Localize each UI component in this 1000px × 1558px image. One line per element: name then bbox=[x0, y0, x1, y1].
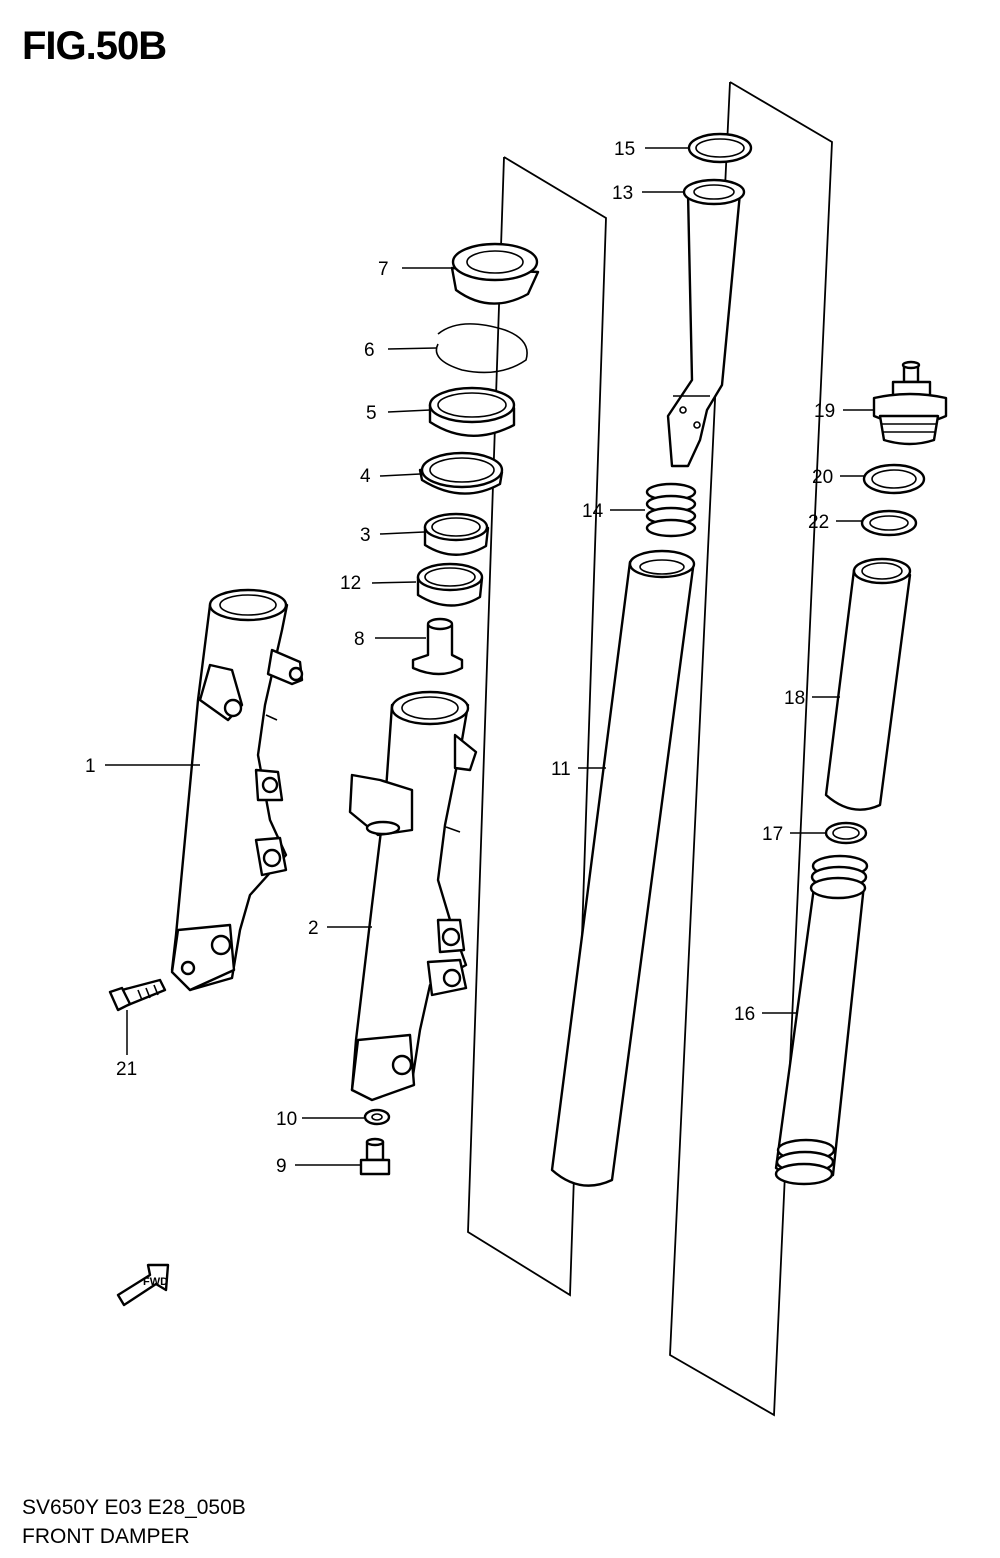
callout-3: 3 bbox=[360, 525, 371, 546]
callout-labels: 15 13 7 6 5 4 3 12 8 1 2 21 10 9 14 11 1… bbox=[85, 139, 835, 1177]
part-12-slide-bush[interactable] bbox=[416, 562, 484, 607]
assembly-frame-right bbox=[669, 81, 833, 1417]
callout-5: 5 bbox=[366, 403, 377, 424]
part-16-fork-spring[interactable] bbox=[774, 854, 869, 1186]
part-20-o-ring[interactable] bbox=[862, 463, 926, 495]
figure-title: FIG.50B bbox=[22, 24, 167, 68]
callout-7: 7 bbox=[378, 259, 389, 280]
callout-20: 20 bbox=[812, 467, 833, 488]
callout-18: 18 bbox=[784, 688, 805, 709]
part-10-gasket[interactable] bbox=[363, 1108, 391, 1126]
callout-1: 1 bbox=[85, 756, 96, 777]
callout-14: 14 bbox=[582, 501, 604, 522]
callout-17: 17 bbox=[762, 824, 783, 845]
part-7-dust-seal[interactable] bbox=[450, 242, 540, 305]
callout-2: 2 bbox=[308, 918, 319, 939]
callout-11: 11 bbox=[551, 759, 571, 780]
part-22-washer[interactable] bbox=[860, 509, 918, 537]
forward-direction-arrow-icon: FWD bbox=[116, 1263, 170, 1307]
part-19-cap-bolt[interactable] bbox=[872, 360, 948, 446]
part-21-bolt[interactable] bbox=[108, 978, 167, 1012]
part-4-washer[interactable] bbox=[418, 451, 504, 495]
part-8-oil-lock-piece[interactable] bbox=[411, 617, 464, 676]
callout-8: 8 bbox=[354, 629, 365, 650]
part-9-bolt[interactable] bbox=[359, 1137, 391, 1176]
callout-6: 6 bbox=[364, 340, 375, 361]
part-17-spring-seat[interactable] bbox=[824, 821, 868, 845]
fwd-arrow-label: FWD bbox=[143, 1276, 168, 1288]
callout-4: 4 bbox=[360, 466, 371, 487]
part-3-guide-metal[interactable] bbox=[423, 512, 490, 556]
part-14-rebound-spring[interactable] bbox=[645, 482, 697, 538]
section-name: FRONT DAMPER bbox=[22, 1525, 190, 1548]
part-1-outer-tube-left[interactable] bbox=[170, 588, 304, 992]
callout-21: 21 bbox=[116, 1059, 137, 1080]
callout-19: 19 bbox=[814, 401, 835, 422]
model-code: SV650Y E03 E28_050B bbox=[22, 1496, 246, 1519]
part-5-oil-seal[interactable] bbox=[428, 386, 516, 437]
callout-15: 15 bbox=[614, 139, 635, 160]
part-15-ring[interactable] bbox=[687, 132, 753, 164]
callout-22: 22 bbox=[808, 512, 829, 533]
callout-13: 13 bbox=[612, 183, 633, 204]
callout-12: 12 bbox=[340, 573, 361, 594]
part-18-spacer[interactable] bbox=[824, 557, 912, 811]
part-11-inner-tube[interactable] bbox=[550, 549, 696, 1187]
assembly-frame-left bbox=[467, 156, 607, 1297]
part-13-damper-rod[interactable] bbox=[666, 178, 746, 468]
leader-lines bbox=[105, 147, 874, 1166]
part-6-stopper-ring[interactable] bbox=[435, 323, 528, 374]
callout-16: 16 bbox=[734, 1004, 755, 1025]
part-2-outer-tube-right[interactable] bbox=[348, 690, 478, 1102]
callout-9: 9 bbox=[276, 1156, 287, 1177]
callout-10: 10 bbox=[276, 1109, 297, 1130]
